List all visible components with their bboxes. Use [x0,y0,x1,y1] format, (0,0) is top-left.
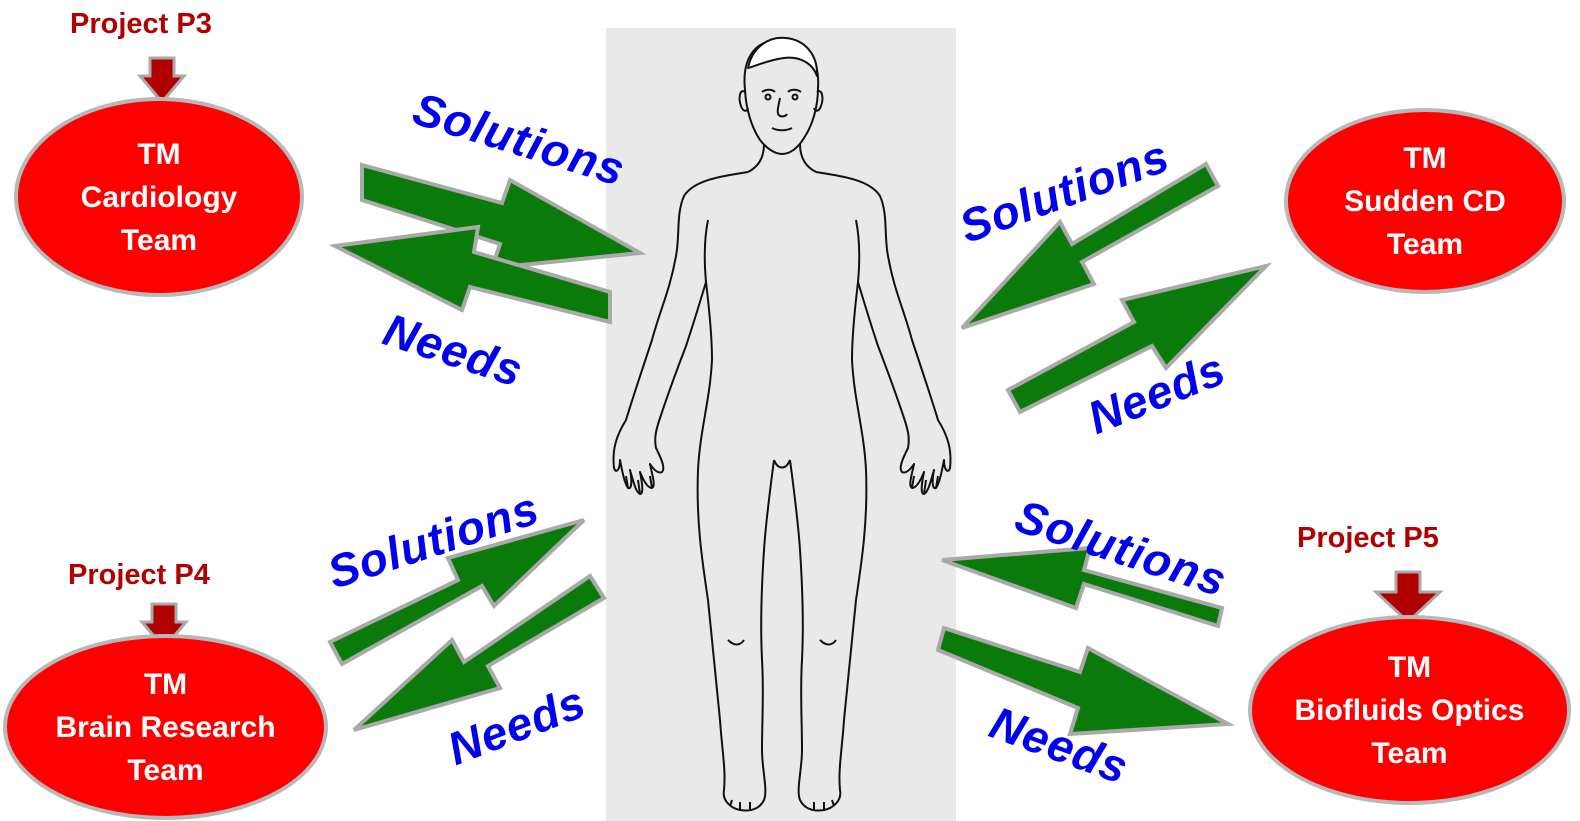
arrow-needs-bottom-right [938,628,1228,734]
team-line: Team [1371,732,1447,775]
team-line: Biofluids Optics [1294,689,1524,732]
team-line: TM [1403,137,1446,180]
team-line: Team [1387,223,1463,266]
team-biofluids-optics: TM Biofluids Optics Team [1248,615,1571,805]
arrows-group [330,164,1266,734]
team-cardiology: TM Cardiology Team [14,97,304,297]
team-sudden-cd: TM Sudden CD Team [1284,108,1566,294]
project-p3-arrow-icon [140,58,184,102]
human-body-outline-icon [614,38,951,811]
project-p5-label: Project P5 [1297,522,1439,555]
team-line: Team [121,219,197,262]
team-line: TM [1388,646,1431,689]
team-line: TM [144,663,187,706]
team-line: Team [127,749,203,792]
team-line: Cardiology [81,176,238,219]
team-line: Brain Research [55,706,275,749]
team-brain-research: TM Brain Research Team [3,634,328,820]
project-p3-label: Project P3 [70,8,212,41]
project-p4-label: Project P4 [68,559,210,592]
team-line: Sudden CD [1344,180,1506,223]
team-line: TM [137,133,180,176]
